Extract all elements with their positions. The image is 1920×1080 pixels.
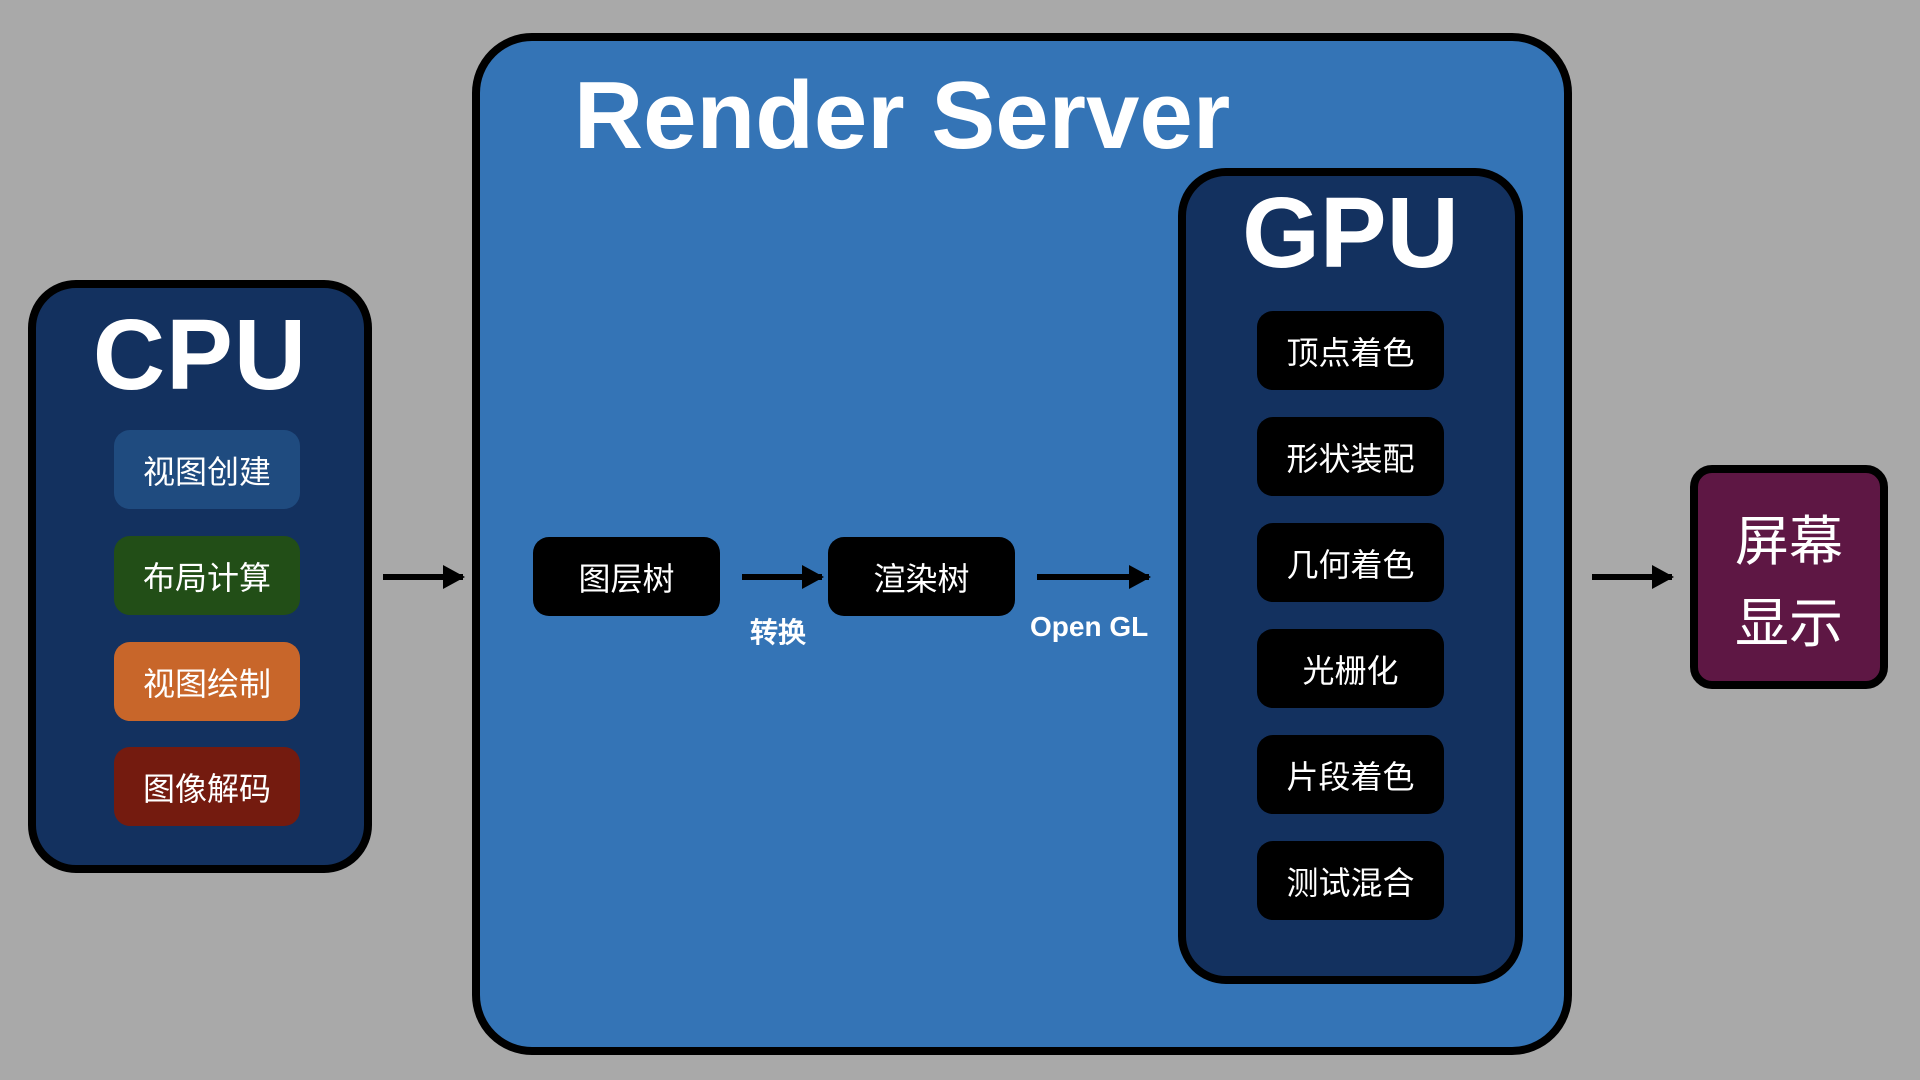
gpu-title: GPU — [1242, 177, 1459, 289]
gpu-item-vertex-shading: 顶点着色 — [1257, 311, 1444, 390]
cpu-item-layout-calc: 布局计算 — [114, 536, 300, 615]
arrow-render-tree-to-gpu — [1037, 565, 1151, 589]
layer-tree-node: 图层树 — [533, 537, 720, 616]
convert-label: 转换 — [750, 617, 807, 648]
cpu-item-image-decode: 图像解码 — [114, 747, 300, 826]
cpu-title: CPU — [92, 299, 308, 411]
cpu-item-view-drawing: 视图绘制 — [114, 642, 300, 721]
arrow-cpu-to-render — [383, 565, 465, 589]
render-server-title: Render Server — [573, 62, 1231, 169]
screen-label-line2: 显示 — [1735, 592, 1843, 655]
gpu-item-test-blend: 测试混合 — [1257, 841, 1444, 920]
gpu-item-shape-assembly: 形状装配 — [1257, 417, 1444, 496]
gpu-panel: GPU 顶点着色 形状装配 几何着色 光栅化 片段着色 测试混合 — [1178, 168, 1523, 984]
screen-display-label: 屏幕 显示 — [1698, 501, 1880, 665]
cpu-panel: CPU 视图创建 布局计算 视图绘制 图像解码 — [28, 280, 372, 873]
gpu-item-geometry-shading: 几何着色 — [1257, 523, 1444, 602]
screen-label-line1: 屏幕 — [1735, 510, 1843, 573]
arrow-layer-to-render-tree — [742, 565, 824, 589]
opengl-label: Open GL — [1030, 611, 1149, 642]
gpu-item-fragment-shading: 片段着色 — [1257, 735, 1444, 814]
screen-display-box: 屏幕 显示 — [1690, 465, 1888, 689]
gpu-item-rasterization: 光栅化 — [1257, 629, 1444, 708]
arrow-render-to-screen — [1592, 565, 1674, 589]
cpu-item-view-creation: 视图创建 — [114, 430, 300, 509]
render-tree-node: 渲染树 — [828, 537, 1015, 616]
